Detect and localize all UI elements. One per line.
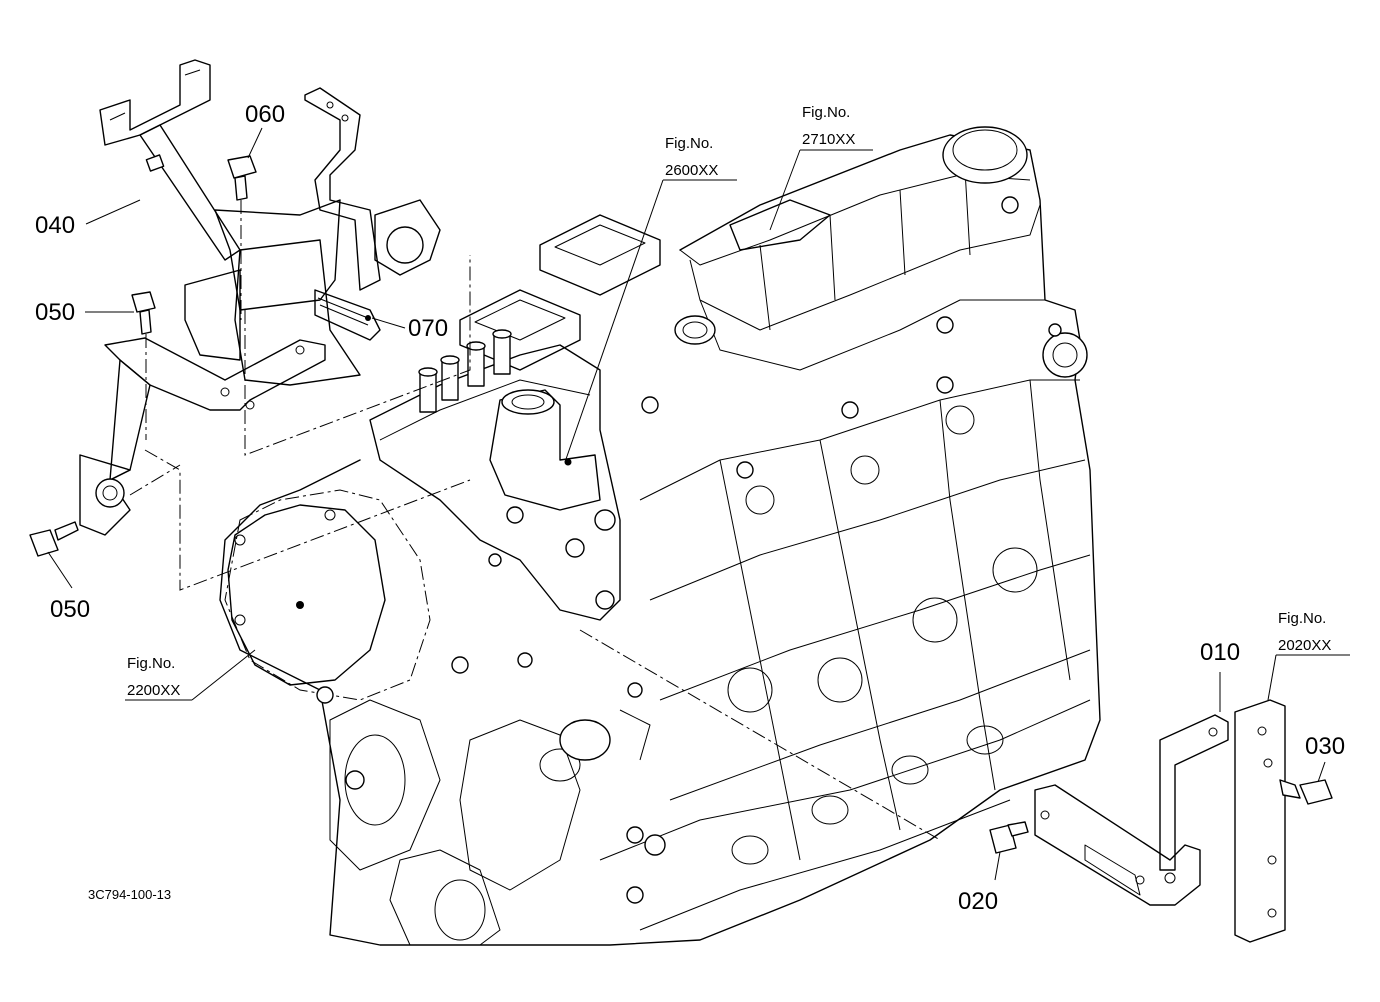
injection-pump-assembly	[369, 329, 621, 621]
bolt-050-lower	[29, 521, 79, 557]
fig-ref-2600-number: 2600XX	[665, 162, 718, 179]
fig-ref-2600-prefix: Fig.No.	[665, 135, 713, 152]
fig-ref-2710-prefix: Fig.No.	[802, 104, 850, 121]
centerlines-left	[129, 255, 941, 841]
part-label-020: 020	[958, 888, 998, 915]
part-label-040: 040	[35, 212, 75, 239]
part-label-010: 010	[1200, 639, 1240, 666]
leader-lines	[47, 127, 1350, 881]
part-label-060: 060	[245, 101, 285, 128]
fuel-filter	[184, 199, 441, 386]
part-label-050-lower: 050	[50, 596, 90, 623]
part-label-030: 030	[1305, 733, 1345, 760]
bracket-010	[1159, 714, 1229, 871]
fig-ref-2020-number: 2020XX	[1278, 637, 1331, 654]
part-labels: 060 040 050 070 050 010 030 020	[35, 101, 1345, 915]
fig-ref-2200-prefix: Fig.No.	[127, 655, 175, 672]
drawing-id: 3C794-100-13	[88, 887, 171, 902]
bolt-060	[227, 155, 257, 320]
bracket-lower	[79, 337, 326, 536]
bolt-030	[1279, 779, 1333, 805]
fig-ref-2200-number: 2200XX	[127, 682, 180, 699]
bracket-040	[99, 59, 241, 261]
bolt-020	[989, 821, 1029, 854]
part-label-050-upper: 050	[35, 299, 75, 326]
part-label-070: 070	[408, 315, 448, 342]
bracket-020-plate	[1034, 784, 1201, 906]
figure-references: Fig.No. 2710XX Fig.No. 2600XX Fig.No. 22…	[127, 104, 1331, 699]
fig-ref-2020-prefix: Fig.No.	[1278, 610, 1326, 627]
gear-case-housing	[224, 489, 651, 946]
bracket-upper-arm	[304, 87, 381, 291]
engine-block	[219, 126, 1101, 946]
bolt-050-upper	[131, 291, 156, 440]
bracket-2020-plate	[1234, 699, 1286, 943]
fig-ref-2710-number: 2710XX	[802, 131, 855, 148]
